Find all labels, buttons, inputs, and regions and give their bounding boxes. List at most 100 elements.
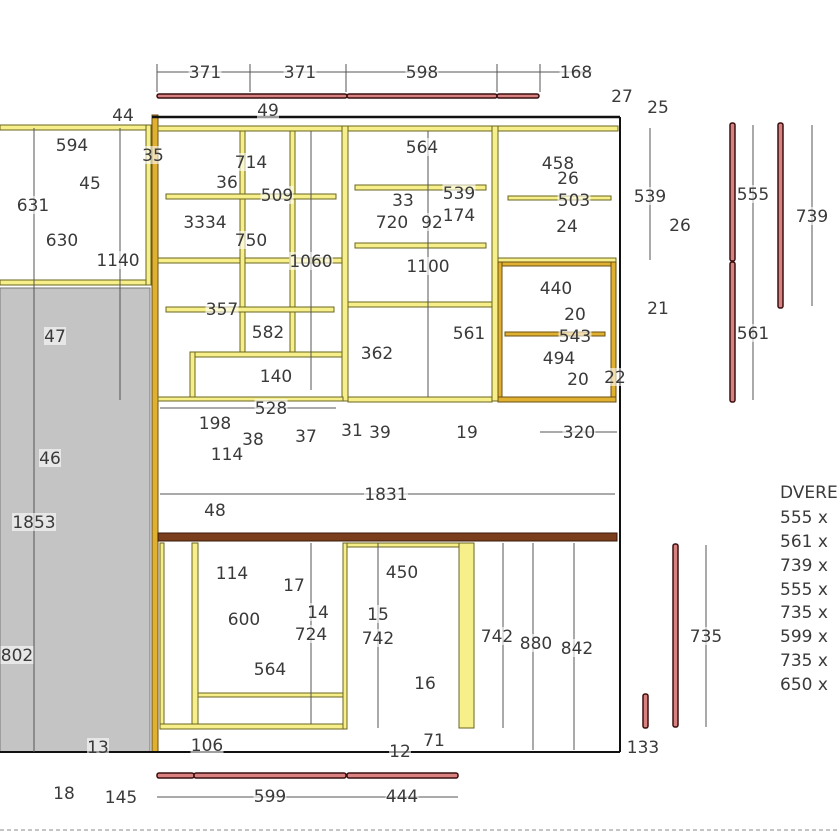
dimension-label-bg — [360, 344, 394, 362]
door-list: DVERE 555 x 561 x 739 x 555 x 735 x 599 … — [780, 483, 838, 695]
dimension-label-bg — [452, 324, 486, 342]
dimension-label: 13 — [87, 738, 109, 758]
dimension-label-bg — [16, 196, 50, 214]
dimension-label-bg — [423, 731, 445, 749]
dimension-label-bg — [736, 324, 770, 342]
dimension-label: 26 — [669, 216, 691, 236]
dimension-label-bg — [294, 625, 328, 643]
dimension-label: 555 — [737, 185, 769, 205]
dimension-label-bg — [611, 87, 633, 105]
dimension-label: 631 — [17, 196, 49, 216]
dimension-label: 600 — [228, 610, 260, 630]
dimension-label: 598 — [406, 63, 438, 83]
dimension-label-bg — [519, 634, 553, 652]
dimension-label: 145 — [105, 788, 137, 808]
dimension-label: 539 — [443, 184, 475, 204]
dimension-label: 106 — [191, 736, 223, 756]
dimension-label: 31 — [341, 421, 363, 441]
dimension-label: 539 — [634, 187, 666, 207]
dimension-label: 168 — [560, 63, 592, 83]
dimension-label: 842 — [561, 639, 593, 659]
dimension-label-bg — [405, 63, 439, 81]
dimension-label: 440 — [540, 279, 572, 299]
dimension-label: 735 — [690, 627, 722, 647]
dimension-label-bg — [183, 213, 227, 231]
dimension-label-bg — [567, 370, 589, 388]
dimension-label: 47 — [44, 327, 66, 347]
dimension-label: 18 — [53, 784, 75, 804]
dimension-label: 114 — [216, 564, 248, 584]
dimension-label: 198 — [199, 414, 231, 434]
dimension-label-bg — [283, 576, 305, 594]
dimension-label: 802 — [1, 646, 33, 666]
dimension-label-bg — [557, 191, 591, 209]
dimension-label-bg — [234, 231, 268, 249]
dimension-label: 320 — [563, 423, 595, 443]
dimension-label-bg — [242, 430, 264, 448]
dimension-label: 444 — [386, 787, 418, 807]
dimension-label-bg — [259, 367, 293, 385]
dimension-label-bg — [341, 421, 363, 439]
dimension-label-bg — [215, 564, 249, 582]
dimension-label: 27 — [611, 87, 633, 107]
dimension-label: 503 — [558, 191, 590, 211]
dimension-label-bg — [456, 423, 478, 441]
dimension-label-bg — [558, 327, 592, 345]
dimension-label-bg — [307, 603, 329, 621]
dimension-label-bg — [142, 146, 164, 164]
dimension-label-bg — [559, 63, 593, 81]
countertop — [157, 532, 618, 542]
dimension-label: 1853 — [12, 513, 55, 533]
dimension-label-bg — [216, 173, 238, 191]
dimension-label-bg — [689, 627, 723, 645]
dimension-label-bg — [421, 213, 443, 231]
door-list-item: 561 x — [780, 532, 828, 552]
dimension-label-bg — [104, 788, 138, 806]
dimension-label: 24 — [556, 217, 578, 237]
dimension-label: 140 — [260, 367, 292, 387]
dimension-label-bg — [234, 153, 268, 171]
dimension-label-bg — [253, 660, 287, 678]
dimension-label-bg — [190, 736, 224, 754]
dimension-label: 564 — [254, 660, 286, 680]
dimension-label: 37 — [295, 427, 317, 447]
dimension-label: 3334 — [183, 213, 226, 233]
dimension-label-bg — [253, 787, 287, 805]
dimension-label-bg — [55, 136, 89, 154]
dimension-label-bg — [385, 563, 419, 581]
dimension-label-bg — [389, 742, 411, 760]
dimension-label: 362 — [361, 344, 393, 364]
dimension-label: 750 — [235, 231, 267, 251]
dimension-label-bg — [367, 605, 389, 623]
dimension-label: 720 — [376, 213, 408, 233]
door-list-item: 599 x — [780, 627, 828, 647]
dimension-label-bg — [560, 639, 594, 657]
dimension-label-bg — [205, 300, 239, 318]
dimension-label-bg — [39, 449, 61, 467]
dimension-label: 16 — [414, 674, 436, 694]
dimension-label: 564 — [406, 138, 438, 158]
dimension-label-bg — [369, 423, 391, 441]
door-list-item: 555 x — [780, 508, 828, 528]
lower-cabinets — [159, 542, 475, 730]
dimension-label: 739 — [796, 207, 828, 227]
dimension-label: 561 — [453, 324, 485, 344]
dimension-label: 582 — [252, 323, 284, 343]
dimension-label: 26 — [557, 169, 579, 189]
dimension-label: 36 — [216, 173, 238, 193]
dimension-label-bg — [539, 279, 573, 297]
dimension-label: 450 — [386, 563, 418, 583]
dimension-label-bg — [79, 174, 101, 192]
dimension-label: 38 — [242, 430, 264, 450]
dimension-label-bg — [96, 251, 140, 269]
dimension-label-bg — [0, 646, 34, 664]
dimension-label-bg — [361, 629, 395, 647]
dimension-label-bg — [112, 106, 134, 124]
dimension-label: 561 — [737, 324, 769, 344]
dimension-label: 1100 — [406, 257, 449, 277]
dimension-label-bg — [442, 206, 476, 224]
dimension-label-bg — [604, 368, 626, 386]
dimension-label-bg — [556, 217, 578, 235]
